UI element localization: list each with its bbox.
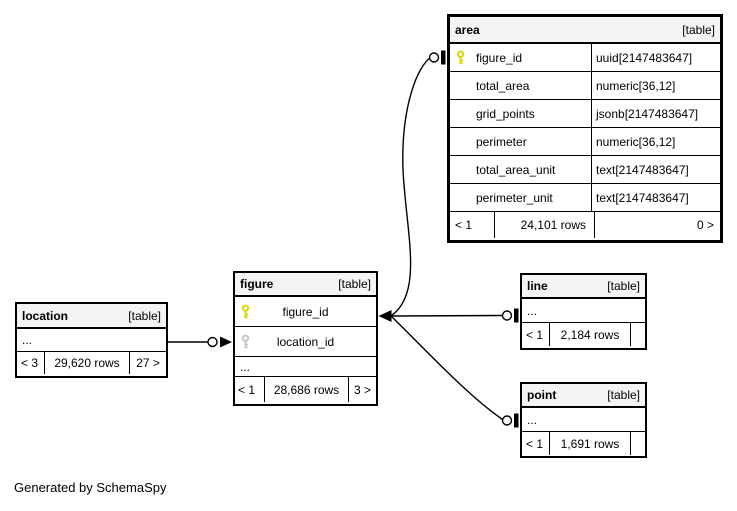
tee-marker (514, 308, 519, 323)
more-columns-ellipsis: ... (522, 299, 645, 323)
table-node-location[interactable]: location [table] ... < 3 29,620 rows 27 … (15, 302, 168, 378)
table-node-line[interactable]: line [table] ... < 1 2,184 rows (520, 273, 647, 350)
table-node-figure[interactable]: figure [table] figure_id location_id ...… (233, 271, 378, 406)
table-header-location[interactable]: location [table] (17, 304, 166, 329)
column-type: jsonb[2147483647] (596, 106, 699, 121)
column-name: location_id (276, 334, 335, 349)
column-type: numeric[36,12] (596, 134, 676, 149)
edge-figure-area (390, 57, 430, 317)
table-node-area[interactable]: area [table] figure_id uuid[2147483647] … (447, 14, 723, 243)
cardinality-circle (428, 52, 440, 63)
column-row-perimeter[interactable]: perimeter numeric[36,12] (450, 128, 720, 156)
column-row-figure-id[interactable]: figure_id (235, 297, 376, 327)
table-header-line[interactable]: line [table] (522, 275, 645, 299)
row-count: 2,184 rows (550, 323, 631, 346)
more-columns-ellipsis: ... (522, 408, 645, 432)
table-type-tag: [table] (682, 22, 715, 37)
tee-marker (441, 50, 446, 65)
parents-count: 27 > (136, 356, 160, 370)
more-columns-ellipsis: ... (235, 357, 376, 377)
parents-count: 0 > (696, 218, 714, 232)
column-name: figure_id (476, 50, 523, 65)
column-type: uuid[2147483647] (596, 50, 693, 65)
cardinality-circle (207, 336, 218, 348)
table-stats-footer: < 1 2,184 rows (522, 323, 645, 346)
children-count: < 1 (522, 432, 550, 455)
table-stats-footer: < 1 24,101 rows 0 > (450, 212, 720, 238)
table-stats-footer: < 3 29,620 rows 27 > (17, 352, 166, 374)
table-type-tag: [table] (338, 277, 371, 291)
arrowhead-icon (220, 336, 232, 348)
table-stats-footer: < 1 28,686 rows 3 > (235, 377, 376, 402)
table-name: area (455, 22, 480, 37)
table-header-figure[interactable]: figure [table] (235, 273, 376, 297)
column-row-location-id[interactable]: location_id (235, 327, 376, 357)
table-header-point[interactable]: point [table] (522, 384, 645, 408)
column-type: text[2147483647] (596, 190, 689, 205)
column-name: perimeter_unit (476, 190, 553, 205)
primary-key-icon (240, 304, 251, 320)
parents-count: 3 > (353, 382, 371, 397)
column-type: numeric[36,12] (596, 78, 676, 93)
edge-figure-line (390, 314, 503, 317)
table-name: figure (240, 277, 274, 291)
column-type: text[2147483647] (596, 162, 689, 177)
children-count: < 1 (450, 212, 495, 238)
column-name: figure_id (282, 304, 329, 319)
children-count: < 3 (17, 352, 45, 374)
row-count: 1,691 rows (550, 432, 631, 455)
row-count: 29,620 rows (45, 352, 130, 374)
column-name: total_area_unit (476, 162, 556, 177)
table-header-area[interactable]: area [table] (450, 17, 720, 44)
row-count: 28,686 rows (265, 377, 349, 402)
tee-marker (514, 413, 519, 428)
table-name: point (527, 388, 557, 402)
children-count: < 1 (235, 377, 265, 402)
parents-count (631, 323, 645, 346)
table-name: line (527, 279, 548, 293)
more-columns-ellipsis: ... (17, 329, 166, 352)
column-row-total-area[interactable]: total_area numeric[36,12] (450, 72, 720, 100)
table-type-tag: [table] (128, 308, 161, 323)
parents-count (631, 432, 645, 455)
column-name: total_area (476, 78, 530, 93)
table-type-tag: [table] (607, 279, 640, 293)
table-type-tag: [table] (607, 388, 640, 402)
generated-by-label: Generated by SchemaSpy (14, 480, 167, 495)
cardinality-circle (501, 415, 513, 426)
arrowhead-icon (378, 310, 392, 322)
column-row-grid-points[interactable]: grid_points jsonb[2147483647] (450, 100, 720, 128)
table-name: location (22, 308, 69, 323)
children-count: < 1 (522, 323, 550, 346)
edge-figure-point (390, 315, 503, 421)
column-row-figure-id[interactable]: figure_id uuid[2147483647] (450, 44, 720, 72)
column-row-total-area-unit[interactable]: total_area_unit text[2147483647] (450, 156, 720, 184)
column-row-perimeter-unit[interactable]: perimeter_unit text[2147483647] (450, 184, 720, 212)
table-node-point[interactable]: point [table] ... < 1 1,691 rows (520, 382, 647, 458)
column-name: grid_points (476, 106, 535, 121)
row-count: 24,101 rows (495, 212, 595, 238)
column-name: perimeter (476, 134, 527, 149)
foreign-key-icon (240, 334, 251, 350)
primary-key-icon (455, 50, 466, 66)
cardinality-circle (501, 310, 513, 321)
table-stats-footer: < 1 1,691 rows (522, 432, 645, 455)
